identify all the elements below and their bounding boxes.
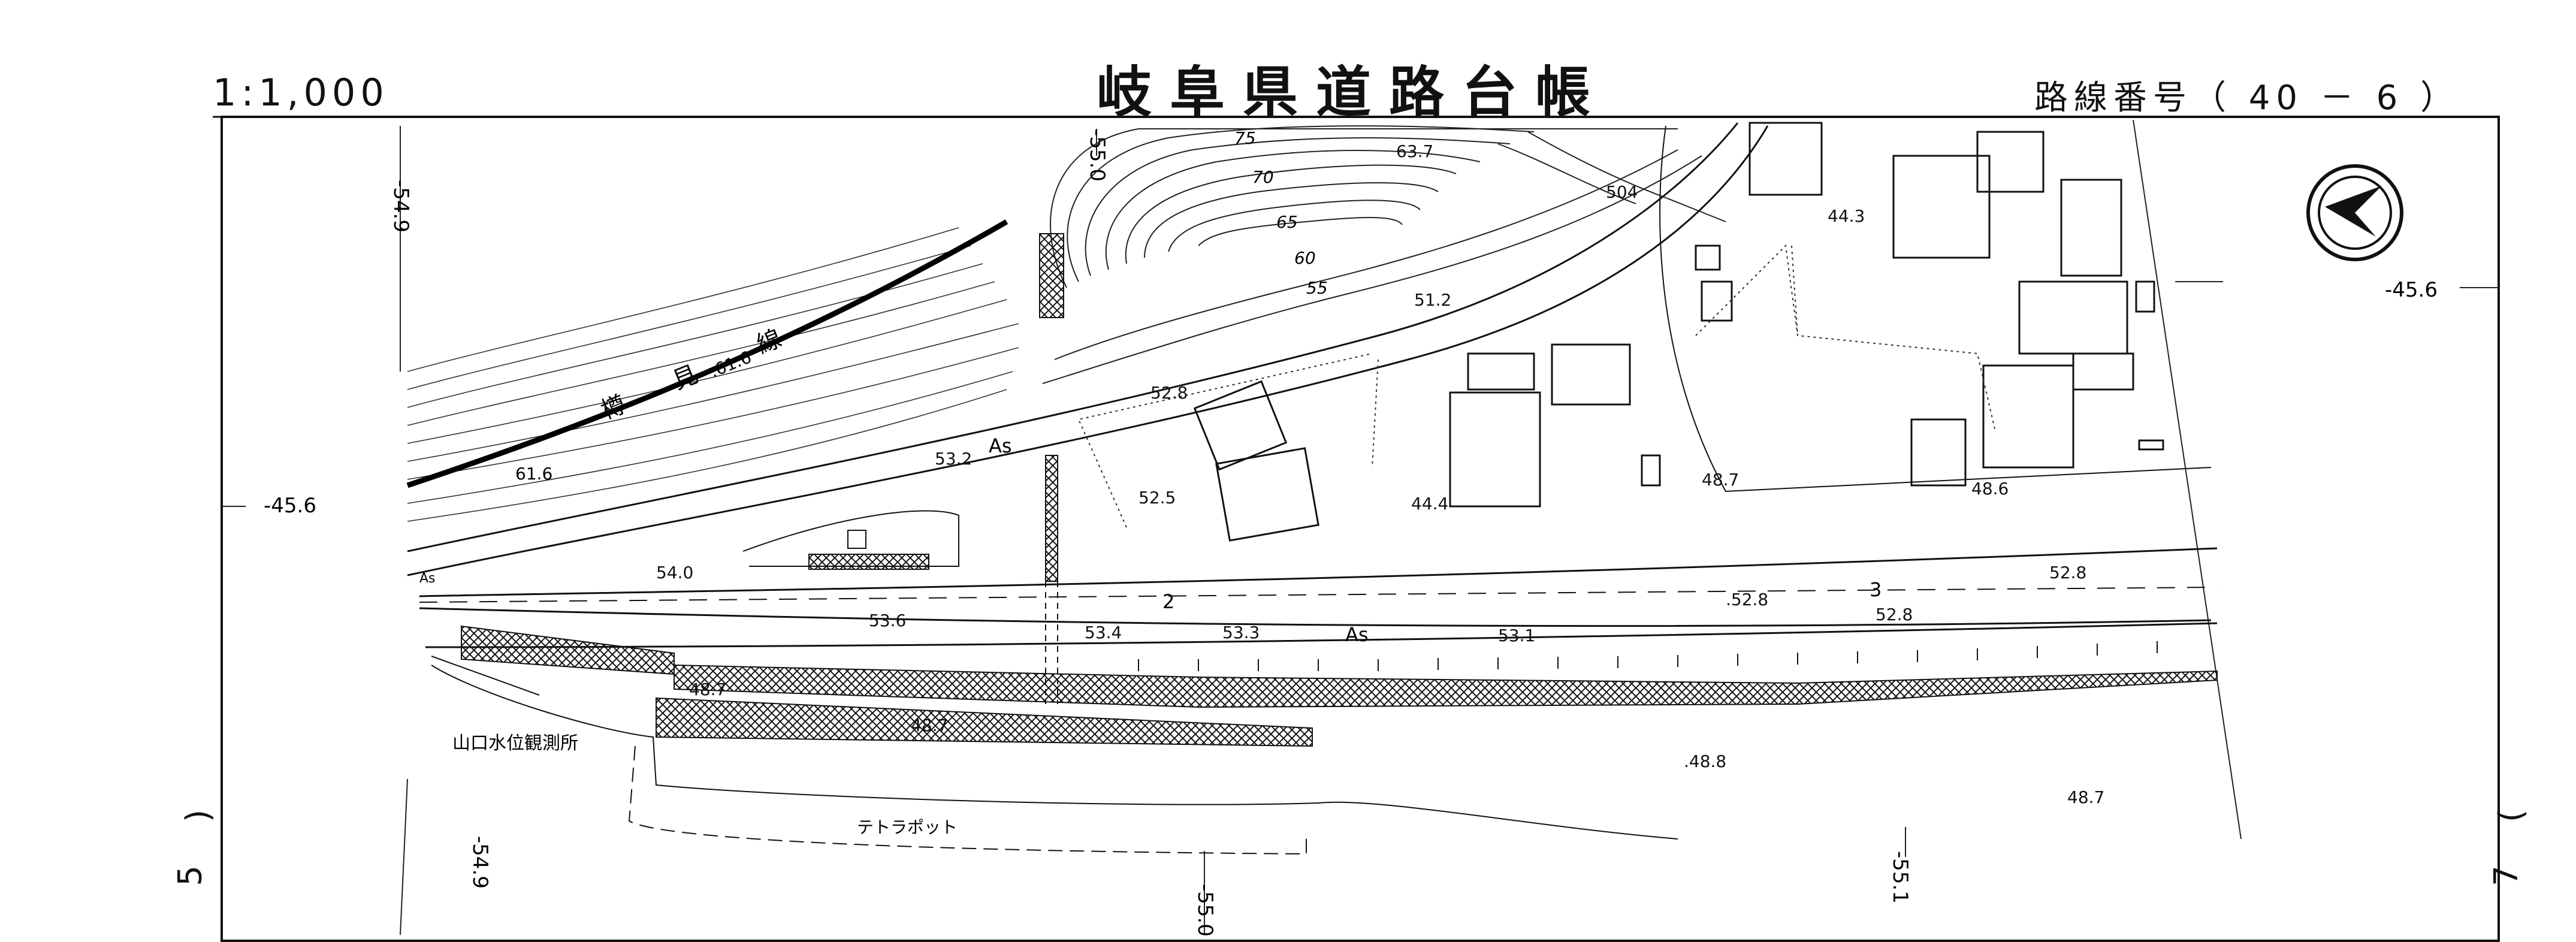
hill-contours (1042, 125, 1726, 384)
elev-486: 48.6 (1971, 479, 2009, 499)
elev-487-a: 48.7 (1702, 470, 1739, 490)
grid-label-top-549: -54.9 (389, 180, 413, 233)
gauge-station-label: 山口水位観測所 (452, 733, 578, 754)
main-road (419, 547, 2218, 648)
elev-443: 44.3 (1828, 206, 1865, 226)
elev-488: .48.8 (1684, 751, 1726, 771)
elev-512: 51.2 (1414, 290, 1451, 310)
elev-531: 53.1 (1498, 626, 1535, 645)
tetrapod-label: テトラポット (857, 817, 958, 837)
railway-kanji-3: 線 (753, 325, 786, 360)
grid-label-bottom-549: -54.9 (468, 836, 492, 889)
contour-label-60: 60 (1294, 248, 1316, 268)
elev-504: 504 (1606, 182, 1638, 202)
elev-528-b: .52.8 (1726, 590, 1768, 609)
elev-540: 54.0 (656, 563, 693, 582)
road-number-2: 2 (1162, 590, 1174, 613)
map-title: 岐阜県道路台帳 (1097, 61, 1609, 125)
contour-label-70: 70 (1252, 167, 1274, 187)
grid-label-right-456: -45.6 (2385, 278, 2438, 302)
culvert (1039, 233, 1064, 704)
elev-637: 63.7 (1396, 141, 1433, 161)
route-number: 路線番号（ 40 － 6 ） (2034, 78, 2460, 117)
elev-616: 61.6 (515, 464, 552, 484)
elev-487-b: 48.7 (689, 680, 726, 699)
elev-528-a: 52.8 (1150, 383, 1188, 403)
railway-kanji-2: 見 (669, 361, 702, 395)
contour-label-65: 65 (1276, 212, 1298, 232)
grid-label-top-550: -55.0 (1085, 129, 1109, 182)
retaining-walls (461, 625, 2218, 747)
map-frame (221, 116, 2500, 942)
north-arrow-icon (2306, 164, 2403, 261)
river-bank (431, 656, 1678, 855)
contour-label-75: 75 (1234, 128, 1256, 148)
elev-487-d: 48.7 (2067, 787, 2104, 807)
map-scale: 1:1,000 (213, 71, 389, 114)
parking-lot (742, 510, 959, 570)
elev-444: 44.4 (1411, 494, 1448, 514)
grid-label-left-456: -45.6 (264, 494, 316, 518)
elev-532: 53.2 (935, 449, 972, 469)
road-surface-as-1: As (989, 434, 1012, 457)
contour-label-55: 55 (1306, 278, 1328, 298)
road-number-3: 3 (1870, 578, 1882, 601)
road-surface-as-3: As (419, 571, 436, 586)
buildings (1193, 122, 2164, 542)
elev-534: 53.4 (1085, 623, 1122, 642)
elev-487-c: 48.7 (911, 715, 948, 735)
elev-528-c: 52.8 (1876, 605, 1913, 624)
grid-label-bottom-550: -55.0 (1193, 884, 1217, 937)
railway-line (406, 219, 1008, 488)
property-boundaries (1077, 244, 1996, 528)
railway-elev: .61.6 (707, 347, 754, 381)
upper-road (407, 122, 1769, 576)
road-ticks (1138, 641, 2158, 671)
embankment (1659, 125, 2212, 493)
grid-lines (222, 119, 2499, 935)
elev-528-d: 52.8 (2049, 563, 2086, 582)
grid-label-bottom-551: -55.1 (1888, 851, 1912, 904)
elev-533: 53.3 (1222, 623, 1260, 642)
railway-kanji-1: 樽 (597, 391, 630, 425)
road-surface-as-2: As (1345, 623, 1369, 646)
elev-536: 53.6 (869, 611, 906, 630)
elev-525: 52.5 (1138, 488, 1176, 508)
